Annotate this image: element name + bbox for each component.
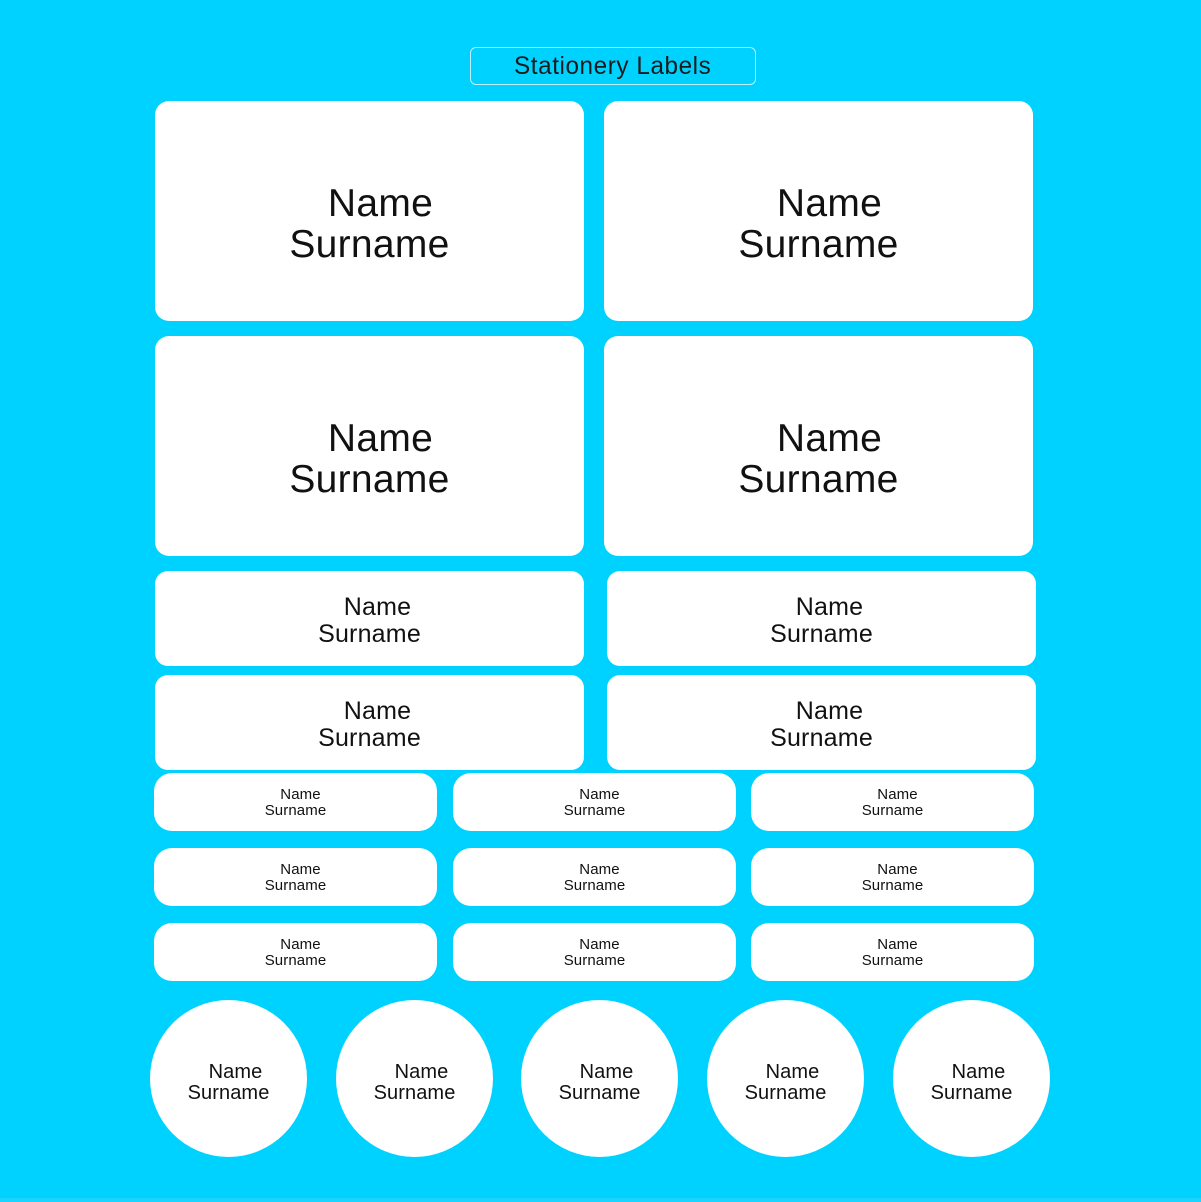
label-line-1: Name [765, 1060, 820, 1083]
name-block: Name Surname [564, 862, 626, 894]
label-line-1: Name [877, 786, 918, 804]
circle-label-5[interactable]: Name Surname [893, 1000, 1050, 1157]
label-line-2: Surname [861, 877, 924, 894]
label-line-2: Surname [930, 1081, 1013, 1104]
label-line-2: Surname [264, 952, 327, 969]
label-line-1: Name [951, 1060, 1006, 1083]
name-block: Name Surname [373, 1060, 456, 1104]
label-line-2: Surname [318, 619, 421, 648]
medium-label-3[interactable]: Name Surname [155, 675, 584, 770]
name-block: Name Surname [265, 862, 327, 894]
large-label-3[interactable]: Name Surname [155, 336, 584, 556]
label-line-1: Name [280, 936, 321, 954]
small-label-4[interactable]: Name Surname [154, 848, 437, 906]
name-block: Name Surname [318, 698, 421, 751]
large-label-2[interactable]: Name Surname [604, 101, 1033, 321]
label-line-1: Name [579, 1060, 634, 1083]
name-block: Name Surname [564, 787, 626, 819]
medium-label-1[interactable]: Name Surname [155, 571, 584, 666]
small-label-9[interactable]: Name Surname [751, 923, 1034, 981]
label-line-1: Name [579, 861, 620, 879]
name-block: Name Surname [770, 698, 873, 751]
label-line-1: Name [795, 697, 864, 726]
circle-label-4[interactable]: Name Surname [707, 1000, 864, 1157]
name-block: Name Surname [744, 1060, 827, 1104]
label-line-2: Surname [861, 952, 924, 969]
large-label-1[interactable]: Name Surname [155, 101, 584, 321]
label-line-2: Surname [738, 223, 899, 266]
label-line-2: Surname [738, 458, 899, 501]
medium-label-2[interactable]: Name Surname [607, 571, 1036, 666]
name-block: Name Surname [558, 1060, 641, 1104]
small-label-5[interactable]: Name Surname [453, 848, 736, 906]
label-line-2: Surname [373, 1081, 456, 1104]
label-line-2: Surname [264, 802, 327, 819]
name-block: Name Surname [770, 594, 873, 647]
label-line-2: Surname [289, 458, 450, 501]
name-block: Name Surname [564, 937, 626, 969]
label-line-1: Name [579, 786, 620, 804]
name-block: Name Surname [318, 594, 421, 647]
label-line-1: Name [343, 697, 412, 726]
label-line-2: Surname [289, 223, 450, 266]
label-line-1: Name [394, 1060, 449, 1083]
small-label-7[interactable]: Name Surname [154, 923, 437, 981]
small-label-3[interactable]: Name Surname [751, 773, 1034, 831]
label-line-1: Name [327, 182, 434, 226]
label-line-2: Surname [770, 619, 873, 648]
label-line-2: Surname [318, 723, 421, 752]
name-block: Name Surname [289, 417, 450, 501]
name-block: Name Surname [862, 937, 924, 969]
label-line-1: Name [776, 182, 883, 226]
label-line-1: Name [280, 786, 321, 804]
name-block: Name Surname [265, 937, 327, 969]
circle-label-2[interactable]: Name Surname [336, 1000, 493, 1157]
small-label-6[interactable]: Name Surname [751, 848, 1034, 906]
name-block: Name Surname [738, 417, 899, 501]
name-block: Name Surname [930, 1060, 1013, 1104]
large-label-4[interactable]: Name Surname [604, 336, 1033, 556]
label-line-1: Name [327, 417, 434, 461]
label-line-1: Name [208, 1060, 263, 1083]
name-block: Name Surname [187, 1060, 270, 1104]
label-line-1: Name [579, 936, 620, 954]
label-line-1: Name [280, 861, 321, 879]
name-block: Name Surname [862, 862, 924, 894]
page-title: Stationery Labels [514, 51, 712, 80]
name-block: Name Surname [265, 787, 327, 819]
label-line-1: Name [795, 593, 864, 622]
small-label-2[interactable]: Name Surname [453, 773, 736, 831]
name-block: Name Surname [289, 182, 450, 266]
label-line-2: Surname [264, 877, 327, 894]
label-line-2: Surname [563, 802, 626, 819]
label-line-2: Surname [770, 723, 873, 752]
page-title-box: Stationery Labels [470, 47, 756, 85]
label-line-1: Name [877, 861, 918, 879]
circle-label-1[interactable]: Name Surname [150, 1000, 307, 1157]
small-label-1[interactable]: Name Surname [154, 773, 437, 831]
label-line-2: Surname [558, 1081, 641, 1104]
label-line-2: Surname [861, 802, 924, 819]
label-line-2: Surname [563, 877, 626, 894]
small-label-8[interactable]: Name Surname [453, 923, 736, 981]
name-block: Name Surname [738, 182, 899, 266]
label-line-2: Surname [563, 952, 626, 969]
label-line-2: Surname [187, 1081, 270, 1104]
medium-label-4[interactable]: Name Surname [607, 675, 1036, 770]
label-line-1: Name [877, 936, 918, 954]
label-line-2: Surname [744, 1081, 827, 1104]
name-block: Name Surname [862, 787, 924, 819]
label-line-1: Name [776, 417, 883, 461]
label-line-1: Name [343, 593, 412, 622]
circle-label-3[interactable]: Name Surname [521, 1000, 678, 1157]
